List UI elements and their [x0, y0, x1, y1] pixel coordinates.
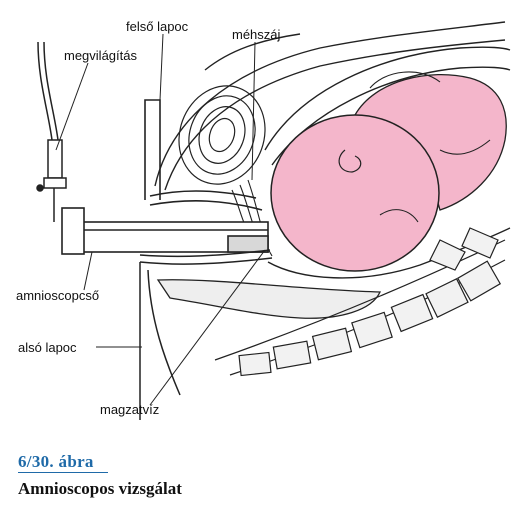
bladder — [178, 85, 266, 185]
amnioscope-tube — [61, 207, 269, 255]
lower-speculum — [139, 249, 273, 420]
light-source — [36, 41, 67, 222]
spine — [214, 227, 506, 377]
fetus — [270, 71, 507, 272]
label-mehszaj: méhszáj — [232, 27, 281, 42]
upper-speculum — [144, 99, 263, 211]
label-megvilagitas: megvilágítás — [64, 48, 137, 63]
figure-number: 6/30. ábra — [18, 452, 94, 471]
label-magzatviz: magzatvíz — [100, 402, 160, 417]
label-amnioscopcso: amnioscopcső — [16, 288, 100, 303]
label-also-lapoc: alsó lapoc — [18, 340, 77, 355]
rectum — [156, 279, 381, 319]
figure-number-rule — [18, 472, 108, 473]
figure-caption: Amnioscopos vizsgálat — [18, 479, 182, 498]
leader-lines — [55, 33, 266, 406]
fetal-head — [270, 114, 440, 272]
label-felso-lapoc: felső lapoc — [126, 19, 189, 34]
